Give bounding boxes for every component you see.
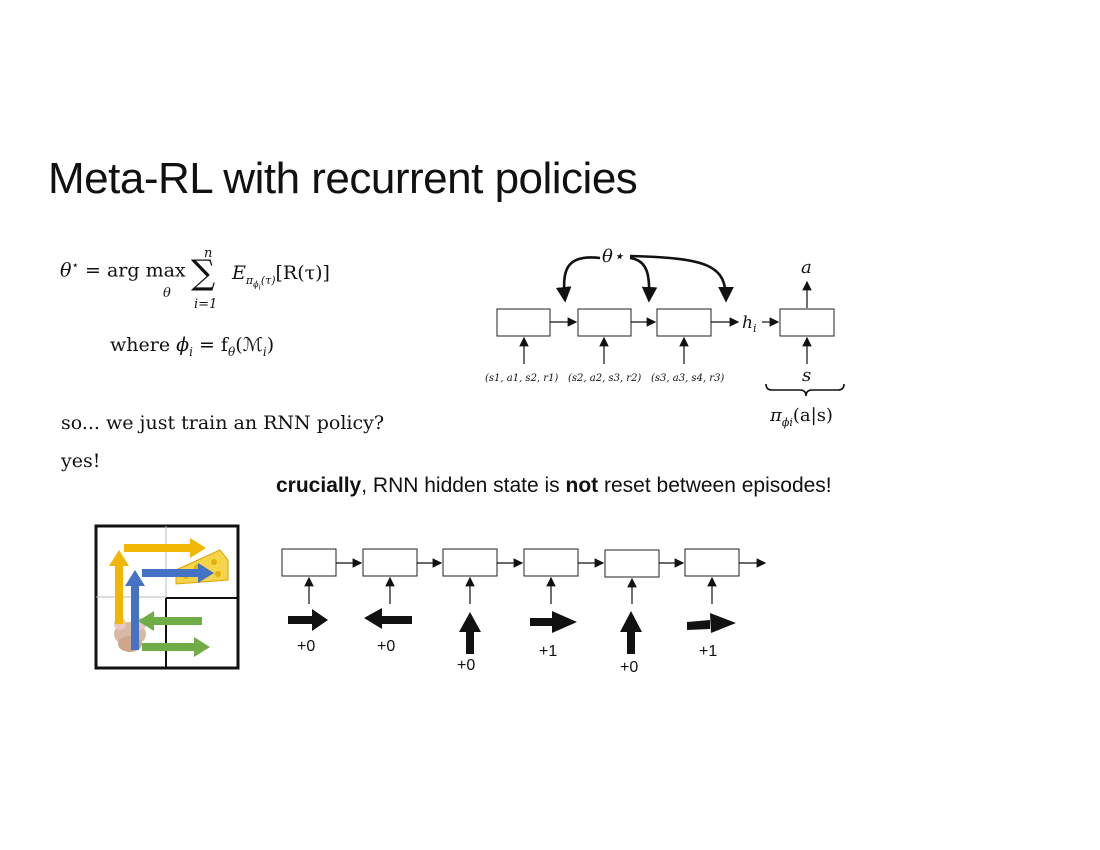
action-up-arrow <box>459 612 481 654</box>
action-right-arrow <box>530 611 577 633</box>
reward-label: +0 <box>297 638 316 655</box>
episode-chain-diagram <box>281 548 767 654</box>
where-phi: ϕ <box>176 334 190 356</box>
reward-label: +0 <box>377 638 396 655</box>
formula-sum-top: n <box>204 246 213 261</box>
state-label: s <box>802 365 811 386</box>
policy-cell <box>779 308 835 337</box>
action-right-arrow <box>687 613 736 633</box>
green-path-arrows <box>138 611 210 657</box>
reward-label: +1 <box>699 643 718 660</box>
chain-cell-2 <box>362 548 418 577</box>
rnn-cell-2 <box>577 308 632 337</box>
question-text: so... we just train an RNN policy? <box>61 412 385 434</box>
theta-arrow-2 <box>629 256 658 303</box>
theta-star-label: θ⋆ <box>602 246 624 267</box>
action-right-arrow <box>288 609 328 631</box>
chain-cell-3 <box>442 548 498 577</box>
formula-e: E <box>232 262 246 284</box>
rnn-policy-diagram: θ⋆ hi a s (s1, a1, s2, r1) (s2, a2, s3, … <box>485 246 845 429</box>
input-label-3: (s3, a3, s4, r3) <box>651 373 724 384</box>
crucial-note: crucially, RNN hidden state is not reset… <box>276 474 832 498</box>
where-arg-sub: i <box>262 344 267 359</box>
chain-cell-4 <box>523 548 579 577</box>
crucial-not: not <box>565 474 599 497</box>
formula-bracket: [R(τ)] <box>275 262 330 284</box>
answer-text: yes! <box>61 450 101 472</box>
chain-cell-6 <box>684 548 740 577</box>
action-label: a <box>801 257 812 278</box>
input-label-1: (s1, a1, s2, r1) <box>485 373 558 384</box>
crucial-end: reset between episodes! <box>598 474 832 497</box>
hidden-state-label: hi <box>742 313 756 335</box>
formula-e-sub: πϕi(τ) <box>245 273 276 292</box>
slide-title: Meta-RL with recurrent policies <box>48 154 638 203</box>
theta-arrow-3 <box>629 254 734 303</box>
formula-theta: θ <box>60 259 72 282</box>
policy-label: πϕi(a|s) <box>769 405 833 429</box>
where-theta: θ <box>227 344 236 359</box>
where-arg: (ℳ <box>235 334 263 356</box>
blue-path-arrow <box>125 563 214 650</box>
formula-expectation: Eπϕi(τ)[R(τ)] <box>232 262 330 292</box>
where-close: ) <box>266 334 275 356</box>
reward-label: +0 <box>457 657 476 674</box>
maze-illustration <box>94 524 240 670</box>
reward-label: +0 <box>620 659 639 676</box>
formula-argmax: = arg max <box>85 259 186 282</box>
where-eq: = f <box>192 334 228 356</box>
where-word: where <box>110 334 171 356</box>
where-formula: where ϕi = fθ(ℳi) <box>110 334 274 359</box>
chain-cell-5 <box>604 549 660 578</box>
formula-sum-symbol: ∑ <box>191 253 216 293</box>
theta-arrow-1 <box>555 256 601 303</box>
action-up-arrow <box>620 611 642 654</box>
objective-formula: θ⋆ = arg max <box>60 258 186 318</box>
input-label-2: (s2, a2, s3, r2) <box>568 373 641 384</box>
policy-brace <box>765 383 845 397</box>
crucial-mid: , RNN hidden state is <box>361 474 566 497</box>
rnn-cell-3 <box>656 308 712 337</box>
crucial-bold-word: crucially <box>276 474 362 497</box>
formula-star: ⋆ <box>71 258 79 272</box>
formula-sum-bottom: i=1 <box>194 297 218 312</box>
yellow-path-arrow <box>109 538 206 624</box>
formula-argmax-sub: θ <box>163 286 171 301</box>
chain-cell-1 <box>281 548 337 577</box>
rnn-cell-1 <box>496 308 551 337</box>
reward-label: +1 <box>539 643 558 660</box>
where-phi-sub: i <box>189 344 193 359</box>
action-left-arrow <box>364 608 412 629</box>
